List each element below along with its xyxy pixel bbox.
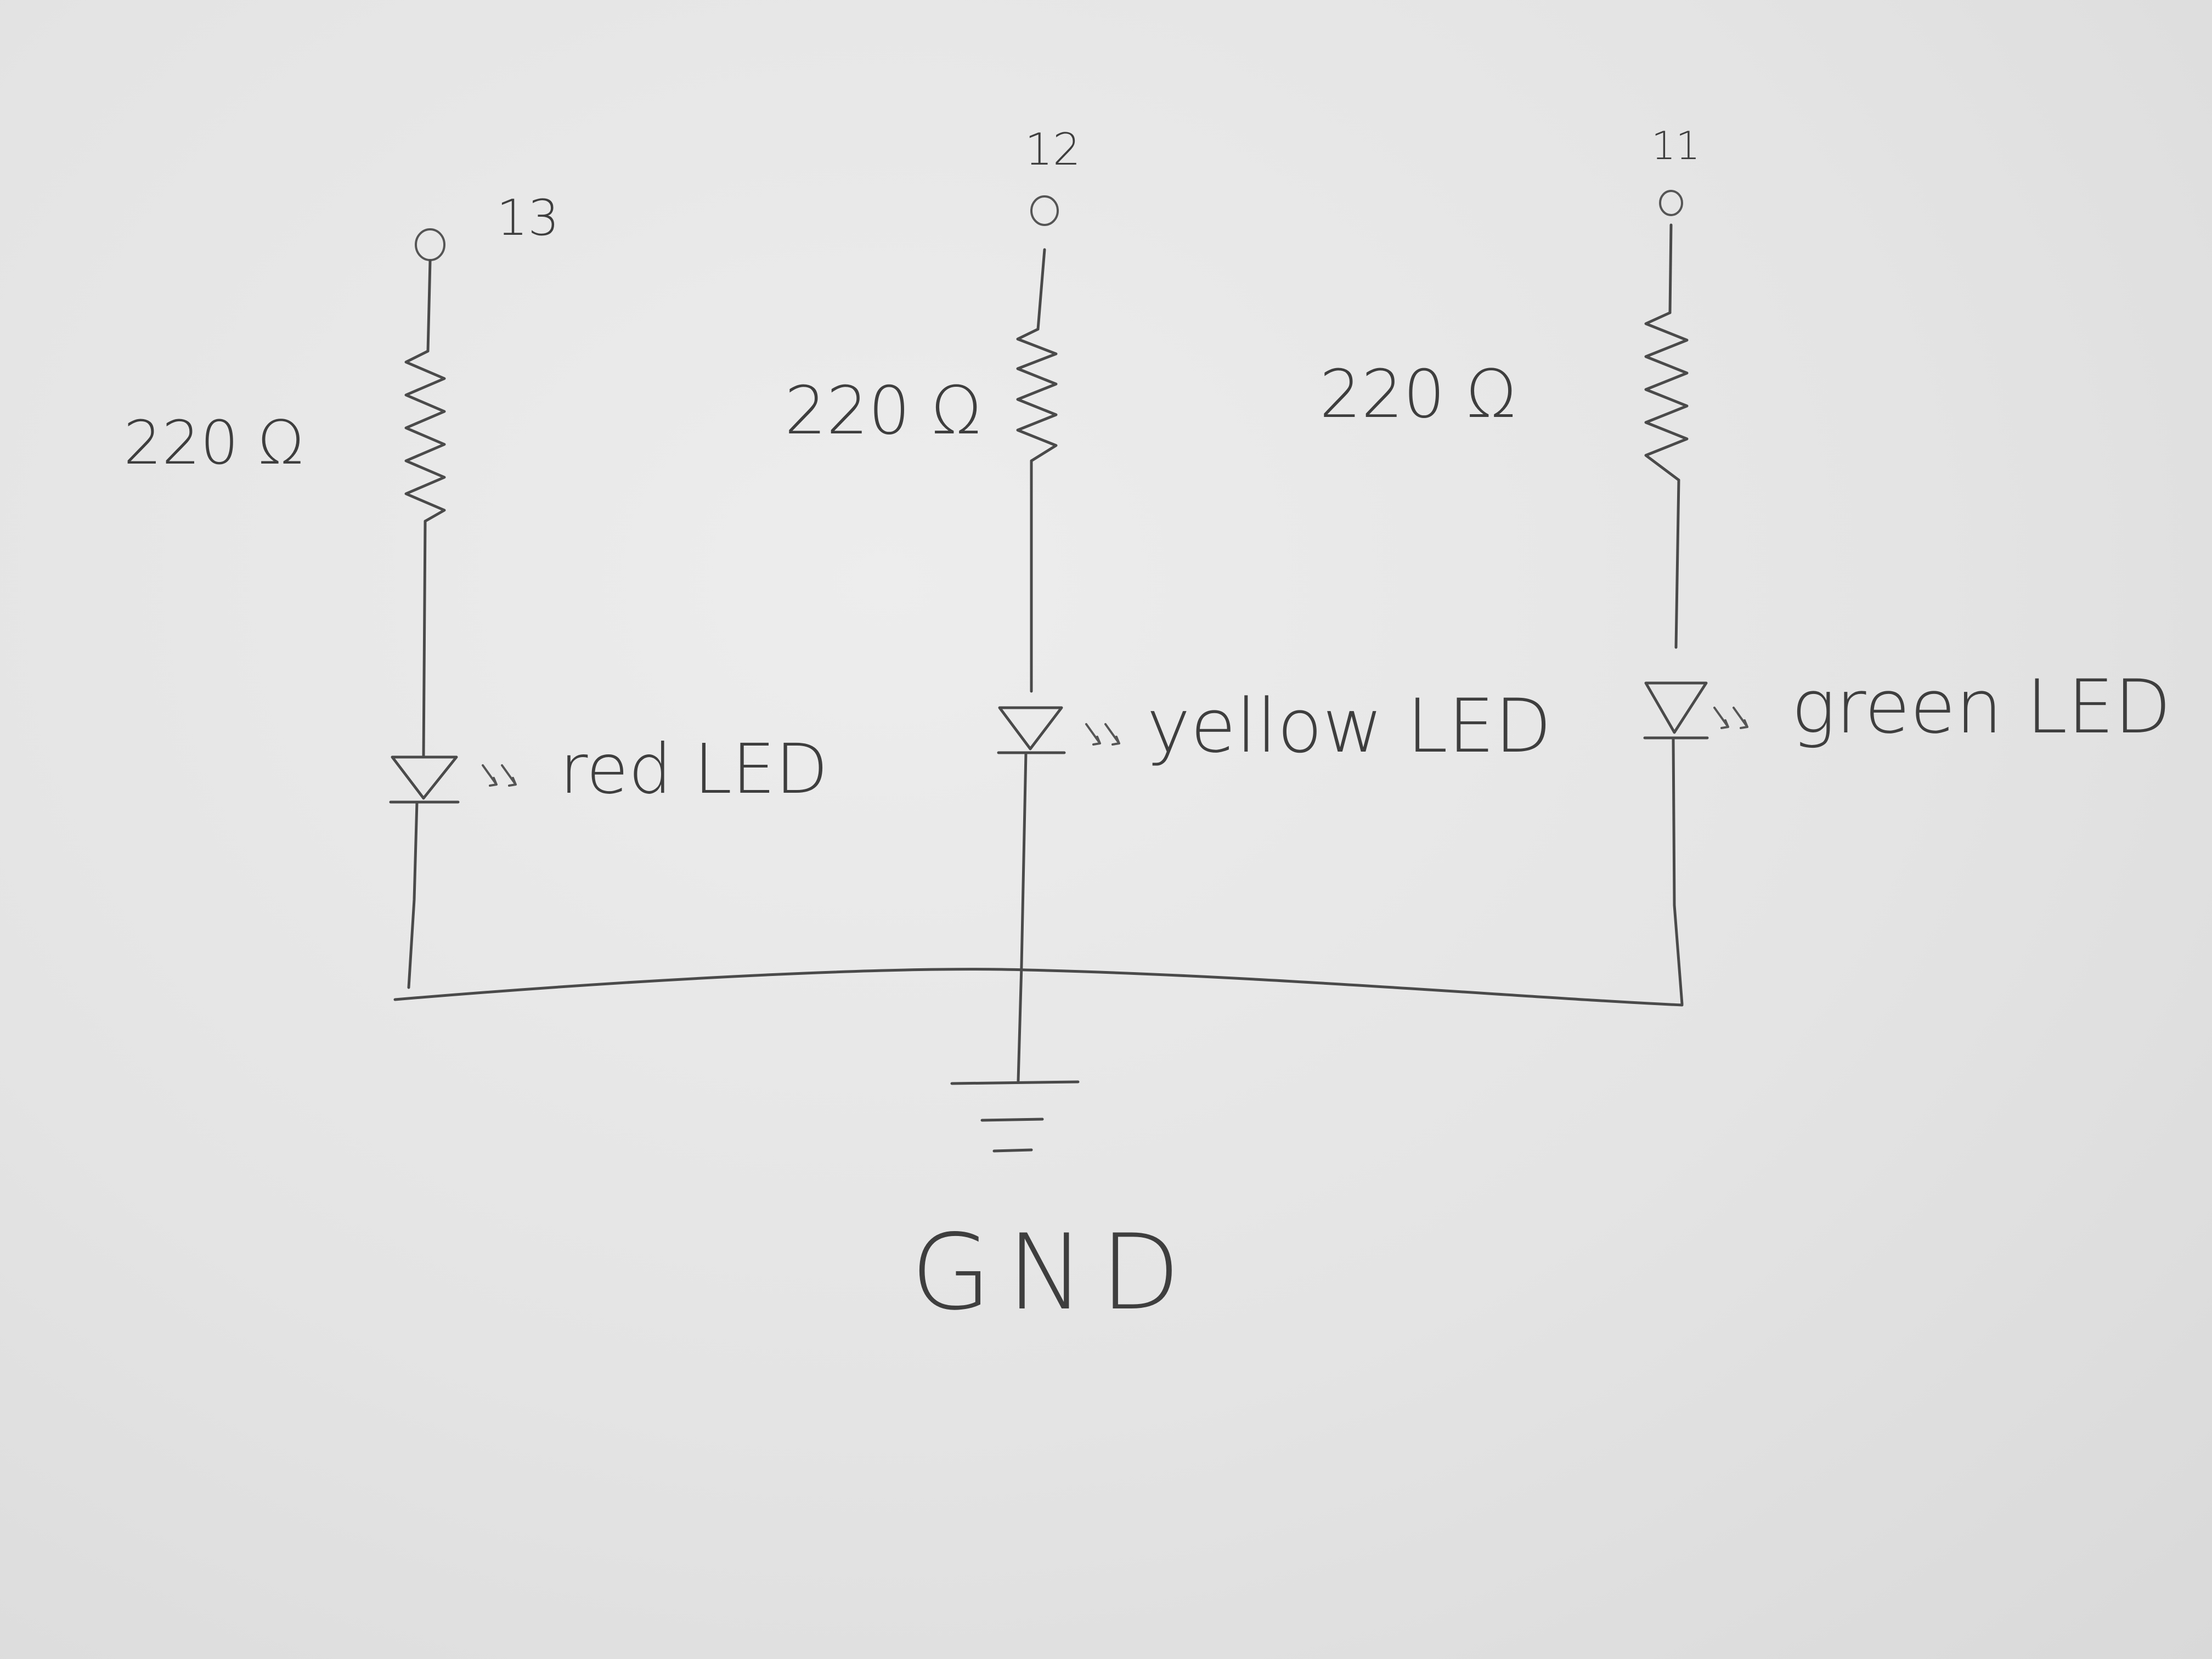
led-symbol-yellow: [997, 706, 1120, 754]
led-label-red: red LED: [560, 730, 828, 809]
wire-resistor1-to-led: [422, 520, 427, 759]
led-symbol-green: [1643, 681, 1748, 740]
ground-symbol: [950, 1080, 1080, 1153]
branch-pin-11: [1643, 190, 1748, 1006]
wire-led1-to-bus: [407, 800, 419, 989]
wire-led2-to-ground: [1017, 751, 1028, 1082]
ground-label: GND: [911, 1212, 1196, 1333]
wire-resistor3-to-led: [1674, 478, 1680, 649]
pin-terminal-13: [415, 228, 445, 261]
branch-pin-13: [389, 228, 517, 989]
led-label-yellow: yellow LED: [1147, 683, 1551, 769]
pin-label-11: 11: [1651, 123, 1700, 168]
resistor-zigzag-2: [1016, 328, 1058, 462]
resistor-value-2: 220 Ω: [785, 373, 981, 449]
pin-label-13: 13: [496, 189, 560, 247]
resistor-zigzag-3: [1644, 311, 1689, 482]
wire-led3-to-bus: [1672, 736, 1684, 1006]
resistor-zigzag-1: [404, 349, 446, 523]
wire-pin11-to-resistor: [1668, 223, 1673, 314]
led-label-green: green LED: [1791, 664, 2171, 750]
pin-label-12: 12: [1025, 124, 1081, 175]
resistor-value-3: 220 Ω: [1319, 357, 1516, 433]
pin-terminal-12: [1030, 195, 1059, 226]
common-ground-bus: [393, 968, 1684, 1007]
wire-pin12-to-resistor: [1036, 248, 1046, 331]
branch-pin-12: [997, 195, 1120, 1082]
resistor-value-1: 220 Ω: [123, 408, 304, 478]
led-symbol-red: [389, 755, 517, 804]
wire-pin13-to-resistor: [426, 259, 432, 353]
pin-terminal-11: [1659, 190, 1683, 216]
